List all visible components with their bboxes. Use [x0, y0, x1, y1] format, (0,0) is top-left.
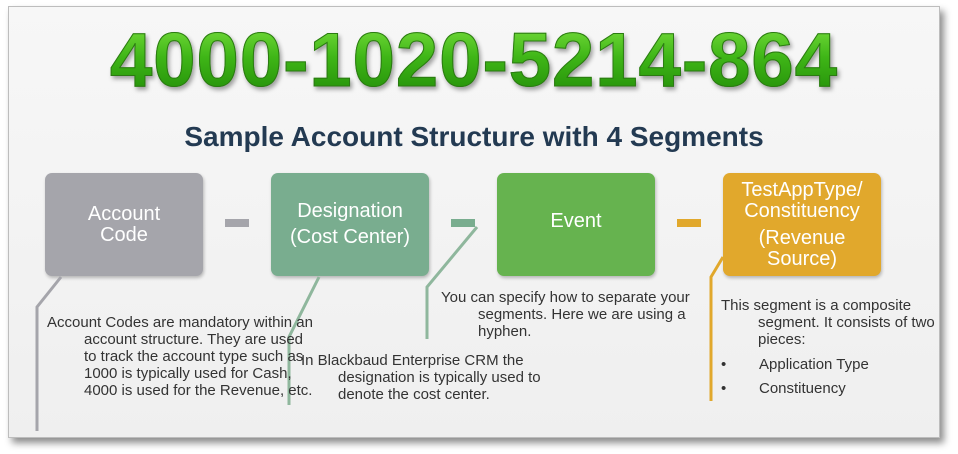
segment-revenue-source: TestAppType/ Constituency (Revenue Sourc… [723, 173, 881, 276]
account-code-description: Account Codes are mandatory within an ac… [47, 314, 313, 399]
segment-label-line: Constituency [744, 199, 860, 222]
revenue-description: This segment is a composite segment. It … [721, 297, 935, 348]
list-item: • Constituency [721, 377, 869, 401]
designation-description: In Blackbaud Enterprise CRM the designat… [301, 352, 541, 403]
list-item-label: Constituency [759, 380, 846, 397]
connector-lines [35, 226, 725, 431]
revenue-components-list: • Application Type • Constituency [721, 353, 869, 401]
list-item: • Application Type [721, 353, 869, 377]
connector-account-code [35, 276, 63, 431]
list-item-label: Application Type [759, 356, 869, 373]
connector-designation [287, 276, 321, 405]
segment-event: Event [497, 173, 655, 276]
segment-account-code: Account Code [45, 173, 203, 276]
segment-label-line: Account [87, 202, 161, 225]
segment-label-line: Code [100, 223, 148, 246]
hyphen-separator-2 [451, 219, 475, 227]
event-description: You can specify how to separate your seg… [441, 289, 690, 340]
connector-event [425, 226, 479, 339]
account-number-title: 4000-1020-5214-864 [9, 20, 939, 101]
bullet-icon: • [721, 380, 727, 397]
page-subtitle: Sample Account Structure with 4 Segments [184, 121, 764, 152]
bullet-icon: • [721, 356, 727, 373]
segment-label-line: (Cost Center) [289, 226, 411, 248]
segment-label-line: Event [550, 210, 602, 232]
slide-frame: 4000-1020-5214-864 Sample Account Struct… [8, 6, 940, 438]
segment-label-line: (Revenue [758, 226, 846, 249]
segment-label-line: Designation [297, 200, 403, 222]
connector-revenue [709, 256, 725, 401]
hyphen-separator-1 [225, 219, 249, 227]
segment-label-line: Source) [766, 247, 838, 270]
segment-designation: Designation (Cost Center) [271, 173, 429, 276]
hyphen-separator-3 [677, 219, 701, 227]
segment-label-line: TestAppType/ [741, 178, 863, 201]
